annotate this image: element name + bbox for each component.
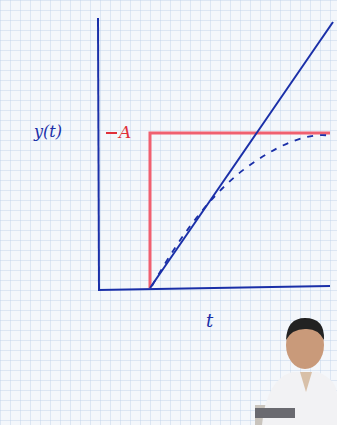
response-curve — [152, 135, 332, 286]
x-axis — [98, 286, 330, 290]
ramp-line — [150, 22, 333, 288]
y-axis — [98, 18, 99, 290]
presenter-figure — [255, 318, 337, 425]
axis-label: y(t) — [34, 124, 62, 140]
axis-label: t — [206, 312, 213, 330]
tick-mark — [106, 132, 117, 134]
level-label: A — [119, 124, 131, 141]
